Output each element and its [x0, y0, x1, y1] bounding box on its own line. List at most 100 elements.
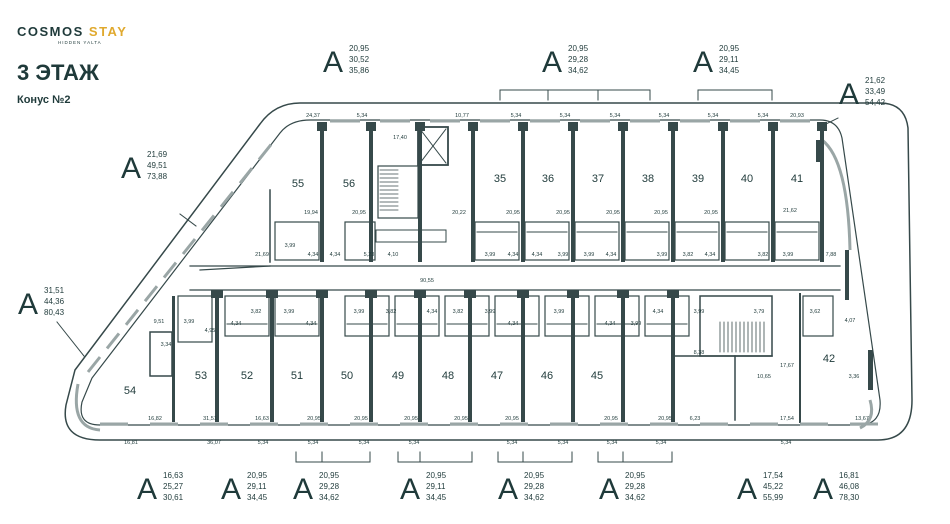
room-area-label: 16,82: [148, 416, 162, 422]
partition-wall: [521, 294, 525, 422]
area-type-letter: A: [323, 46, 343, 79]
apartment-number: 50: [341, 370, 353, 382]
window: [143, 285, 159, 303]
room-area-label: 5,34: [758, 113, 769, 119]
room-area-label: 5,34: [610, 113, 621, 119]
room-area-label: 20,95: [307, 416, 321, 422]
room-area-label: 5,34: [708, 113, 719, 119]
area-value: 33,49: [865, 87, 886, 96]
brand-tagline: HIDDEN YALTA: [58, 40, 102, 45]
area-value: 54,42: [865, 98, 886, 107]
room-area-label: 20,95: [506, 210, 520, 216]
area-value: 20,95: [426, 471, 447, 480]
building-outline: [64, 102, 913, 441]
partition-wall: [468, 294, 472, 422]
window: [162, 261, 178, 279]
apartment-number: 35: [494, 173, 506, 185]
area-value: 20,95: [524, 471, 545, 480]
room-area-label: 31,51: [203, 416, 217, 422]
area-value: 29,11: [719, 55, 739, 64]
bathroom-walls: [724, 221, 770, 261]
wall-block: [266, 290, 278, 298]
room-area-label: 3,82: [386, 309, 397, 315]
partition-wall: [571, 294, 575, 422]
room-area-label: 3,99: [184, 319, 195, 325]
apartment-number: 52: [241, 370, 253, 382]
window: [200, 214, 216, 232]
partition-wall: [521, 122, 525, 262]
apartment-number: 47: [491, 370, 503, 382]
area-value: 46,08: [839, 482, 860, 491]
area-value: 20,95: [319, 471, 340, 480]
bathroom-walls: [802, 295, 834, 337]
bathroom-walls: [444, 295, 490, 337]
brand-logo: COSMOS STAY: [17, 24, 127, 39]
room-area-label: 4,34: [532, 252, 543, 258]
room-area-label: 90,55: [420, 278, 434, 284]
apartment-number: 42: [823, 353, 835, 365]
leader-line: [56, 321, 85, 357]
wall-block: [718, 122, 728, 131]
area-value: 29,28: [524, 482, 545, 491]
window: [124, 308, 140, 326]
room-area-label: 3,79: [754, 309, 765, 315]
room-area-label: 20,95: [606, 210, 620, 216]
room-area-label: 4,10: [388, 252, 399, 258]
room-area-label: 24,37: [306, 113, 320, 119]
brand-name: COSMOS: [17, 24, 89, 39]
window: [74, 383, 101, 432]
partition-wall: [571, 122, 575, 262]
wall-block: [365, 290, 377, 298]
leader-line: [817, 117, 839, 129]
room-area-label: 5,34: [659, 113, 670, 119]
apartment-number: 48: [442, 370, 454, 382]
apartment-number: 36: [542, 173, 554, 185]
apartment-number: 56: [343, 178, 355, 190]
area-value: 34,45: [247, 493, 268, 502]
wall-block: [567, 290, 579, 298]
area-value: 49,51: [147, 161, 168, 170]
room-area-label: 16,81: [124, 440, 138, 446]
partition-wall: [369, 122, 373, 262]
bathroom-walls: [344, 221, 376, 261]
room-area-label: 5,34: [656, 440, 667, 446]
bathroom-walls: [544, 295, 590, 337]
apartment-number: 45: [591, 370, 603, 382]
partition-wall: [721, 122, 725, 262]
wall-block: [211, 290, 223, 298]
apartment-number: 49: [392, 370, 404, 382]
area-value: 31,51: [44, 286, 65, 295]
room-area-label: 17,54: [780, 416, 794, 422]
bathroom-walls: [344, 295, 390, 337]
area-type-letter: A: [221, 473, 241, 506]
room-area-label: 3,99: [657, 252, 668, 258]
room-area-label: 36,07: [207, 440, 221, 446]
partition-wall: [270, 294, 274, 422]
window: [257, 143, 273, 161]
bathroom-walls: [274, 295, 320, 337]
floor-title: 3 ЭТАЖ: [17, 60, 99, 85]
room-area-label: 5,34: [507, 440, 518, 446]
apartment-number: 55: [292, 178, 304, 190]
room-area-label: 20,95: [352, 210, 366, 216]
room-area-label: 20,95: [354, 416, 368, 422]
room-area-label: 3,36: [849, 374, 860, 380]
room-area-label: 4,07: [845, 318, 856, 324]
room-area-label: 3,99: [631, 321, 642, 327]
area-type-letter: A: [542, 46, 562, 79]
area-value: 29,11: [426, 482, 446, 491]
room-area-label: 3,82: [453, 309, 464, 315]
room-area-label: 4,34: [606, 252, 617, 258]
window: [105, 332, 121, 350]
room-area-label: 20,93: [790, 113, 804, 119]
room-area-label: 20,95: [658, 416, 672, 422]
wall-block: [468, 122, 478, 131]
room-area-label: 4,34: [508, 321, 519, 327]
room-area-label: 4,34: [605, 321, 616, 327]
window: [86, 356, 102, 373]
area-value: 17,54: [763, 471, 784, 480]
room-area-label: 3,99: [485, 252, 496, 258]
area-value: 34,62: [524, 493, 545, 502]
room-area-label: 3,99: [354, 309, 365, 315]
